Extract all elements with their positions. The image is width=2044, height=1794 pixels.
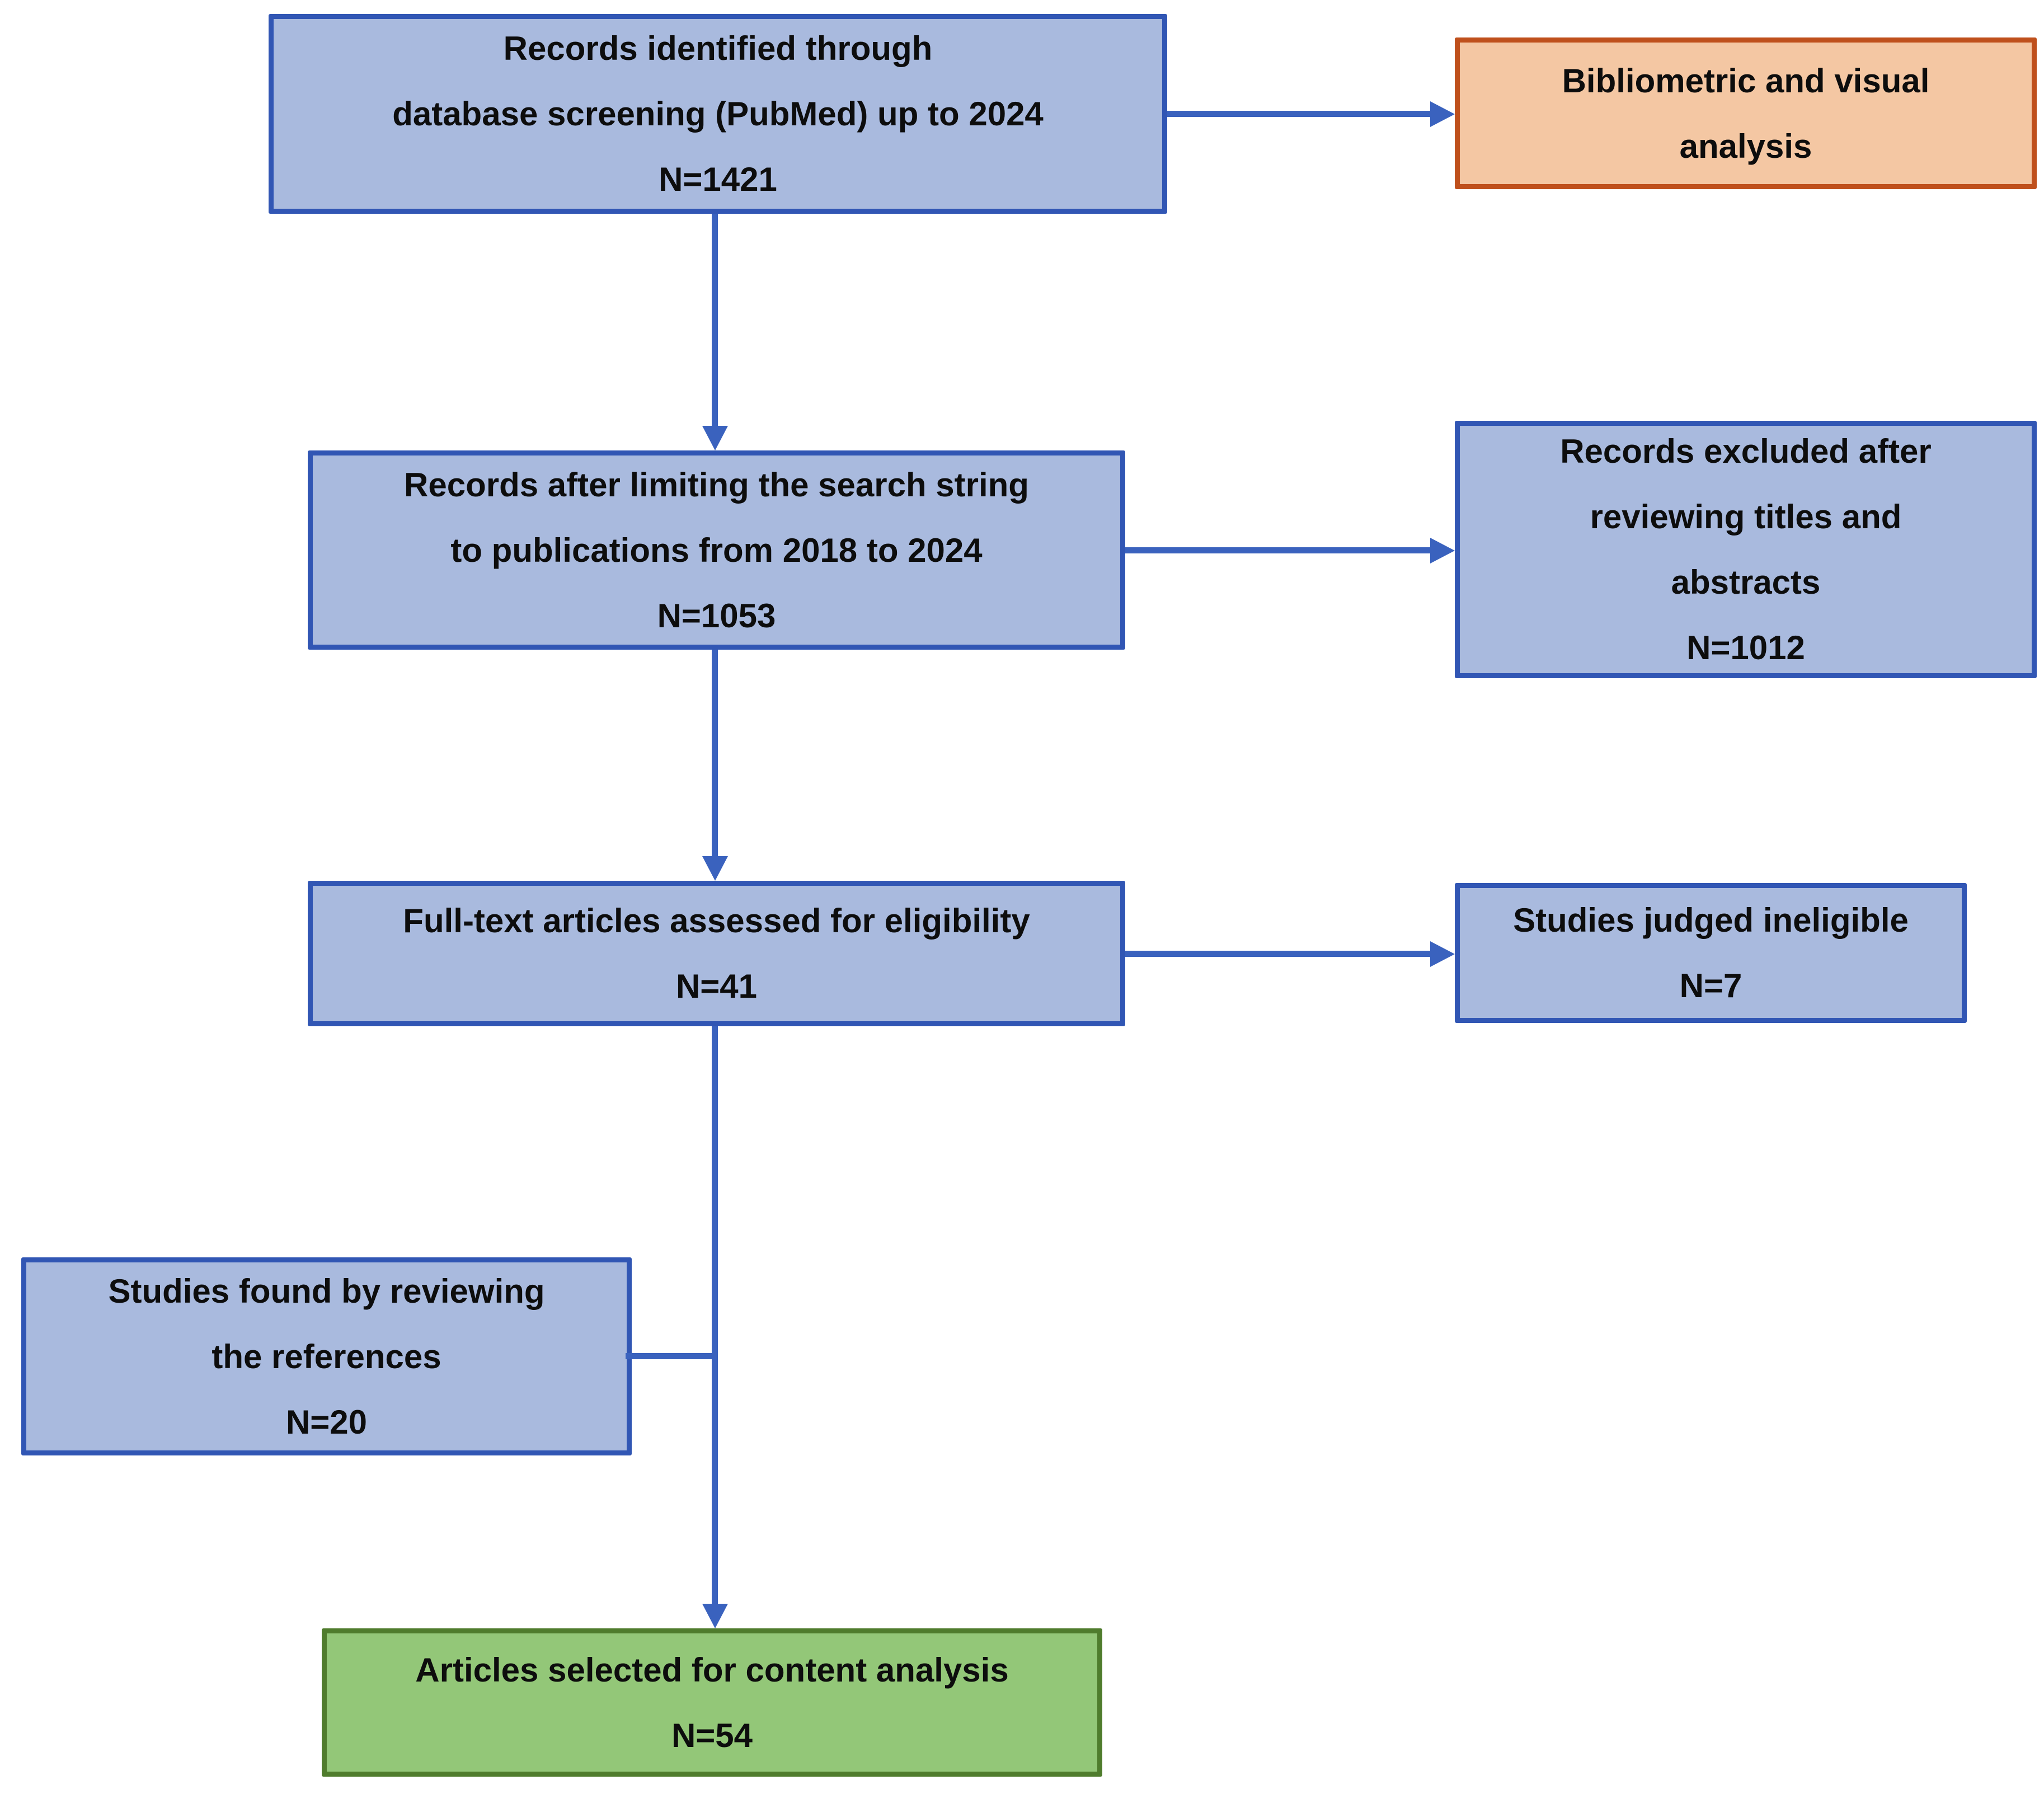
arrow-fulltext-to-ineligible — [1125, 951, 1432, 957]
box-count-label: N=7 — [1679, 967, 1742, 1004]
arrow-head-right-icon — [1430, 941, 1455, 967]
box-bibliometric-analysis: Bibliometric and visual analysis — [1455, 37, 2037, 189]
box-text-line: Studies found by reviewing — [108, 1272, 545, 1310]
arrow-head-down-icon — [702, 856, 728, 881]
box-records-after-limiting: Records after limiting the search string… — [308, 450, 1125, 650]
box-count-label: N=41 — [675, 968, 758, 1005]
box-fulltext-assessed: Full-text articles assessed for eligibil… — [308, 881, 1125, 1026]
arrow-identified-to-bibliometric — [1167, 111, 1432, 117]
box-text-line: Studies judged ineligible — [1513, 901, 1909, 939]
box-text-line: Records excluded after — [1560, 433, 1932, 470]
box-studies-ineligible: Studies judged ineligible N=7 — [1455, 883, 1967, 1023]
connector-references-to-mainline — [626, 1353, 718, 1359]
box-text-line: reviewing titles and — [1590, 498, 1902, 536]
box-records-excluded: Records excluded after reviewing titles … — [1455, 421, 2037, 678]
arrow-fulltext-to-selected — [712, 1026, 718, 1605]
box-records-identified: Records identified through database scre… — [269, 14, 1167, 214]
box-count-label: N=20 — [285, 1403, 368, 1441]
box-studies-from-references: Studies found by reviewing the reference… — [21, 1257, 632, 1455]
box-text-line: the references — [212, 1337, 441, 1375]
box-text-line: Articles selected for content analysis — [415, 1651, 1009, 1689]
box-articles-selected: Articles selected for content analysis N… — [322, 1628, 1102, 1777]
box-count-label: N=1012 — [1686, 629, 1805, 666]
arrow-head-right-icon — [1430, 538, 1455, 563]
arrow-head-down-icon — [702, 426, 728, 450]
arrow-head-down-icon — [702, 1604, 728, 1628]
arrow-limited-to-fulltext — [712, 650, 718, 857]
arrow-head-right-icon — [1430, 101, 1455, 127]
arrow-limited-to-excluded — [1125, 547, 1432, 553]
box-count-label: N=1421 — [659, 161, 777, 198]
box-text-line: Records identified through — [503, 30, 933, 67]
box-text-line: Records after limiting the search string — [404, 466, 1029, 504]
box-count-label: N=1053 — [657, 597, 776, 635]
box-text-line: Full-text articles assessed for eligibil… — [403, 902, 1030, 940]
box-count-label: N=54 — [671, 1716, 753, 1754]
box-text-line: database screening (PubMed) up to 2024 — [392, 95, 1044, 133]
box-text-line: abstracts — [1671, 563, 1821, 601]
box-text-line: analysis — [1679, 127, 1812, 165]
box-text-line: Bibliometric and visual — [1562, 62, 1930, 100]
arrow-identified-to-limited — [712, 214, 718, 427]
box-text-line: to publications from 2018 to 2024 — [450, 531, 983, 569]
